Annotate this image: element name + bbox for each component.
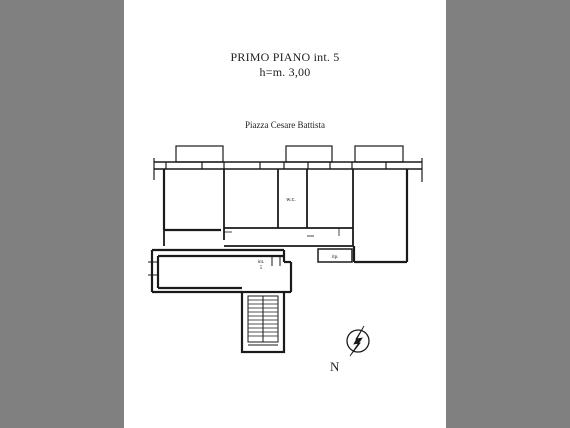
door-marks (224, 228, 340, 237)
interior-walls (163, 169, 354, 247)
balcony-right (354, 145, 404, 163)
staircase (240, 290, 286, 354)
north-arrow-icon (346, 325, 370, 357)
street-label: Piazza Cesare Battista (245, 120, 325, 130)
storage-label: rip. (332, 255, 339, 260)
north-label: N (330, 359, 340, 374)
entrance-door (148, 256, 281, 276)
outer-walls (162, 169, 409, 264)
floor-plan-sheet: PRIMO PIANO int. 5 h=m. 3,00 Piazza Cesa… (124, 0, 446, 428)
balcony-center (285, 145, 333, 163)
unit-number: 5 (260, 266, 263, 271)
wc-label: w.c. (286, 197, 296, 203)
storage-room (317, 248, 353, 263)
ceiling-height: h=m. 3,00 (259, 65, 311, 79)
unit-label: int. (258, 260, 265, 265)
floor-title: PRIMO PIANO int. 5 (230, 50, 340, 64)
floor-plan-drawing: w.c. rip. int. 5 (148, 145, 423, 357)
balcony-left (175, 145, 224, 163)
entrance-block (150, 248, 293, 294)
front-wall (153, 158, 423, 182)
